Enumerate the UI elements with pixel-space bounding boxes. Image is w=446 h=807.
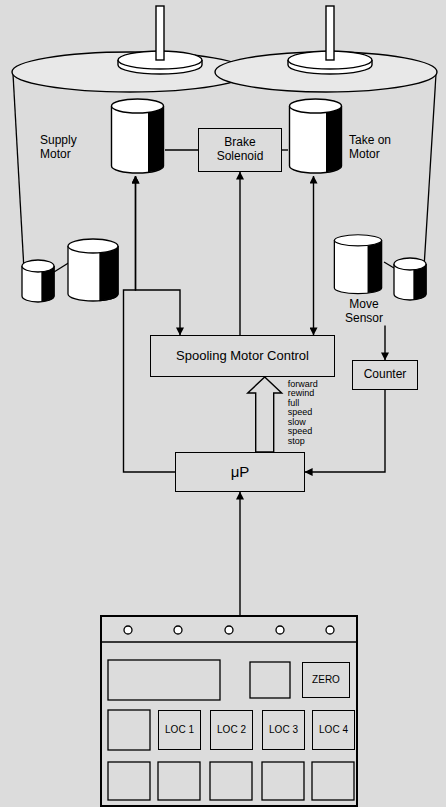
motor-cylinder	[288, 98, 343, 176]
node-label: LOC 2	[217, 724, 246, 736]
indicator-lamp	[276, 626, 284, 634]
node-label: Brake Solenoid	[205, 136, 275, 164]
panel-key: LOC 1	[158, 710, 201, 750]
node-label: μP	[231, 463, 250, 480]
motor-cylinder	[333, 234, 383, 296]
signal-line	[239, 172, 240, 335]
control-panel: ZERO LOC 1 LOC 2 LOC 3 LOC 4	[100, 615, 358, 807]
signal-line	[384, 326, 385, 360]
signal-line	[282, 149, 288, 150]
signal-line	[136, 176, 181, 335]
display-window	[108, 660, 220, 700]
supply-reel	[12, 52, 248, 92]
control-box: Spooling Motor Control	[150, 335, 335, 377]
tape	[424, 74, 436, 268]
capstan	[68, 246, 118, 301]
signal-line	[124, 176, 176, 472]
guide-roller	[22, 260, 54, 272]
signal-line	[313, 176, 314, 335]
take-on-motor: Take on Motor	[288, 98, 413, 176]
node-label: Supply Motor	[40, 134, 104, 162]
panel-key: ZERO	[302, 662, 350, 698]
indicator-lamp	[124, 626, 132, 634]
blank-key	[262, 762, 304, 800]
node-label: Spooling Motor Control	[176, 349, 309, 364]
blank-key	[210, 762, 252, 800]
motor-cylinder	[110, 98, 165, 176]
blank-key	[250, 662, 290, 698]
node-label: Take on Motor	[349, 134, 413, 162]
blank-key	[158, 762, 200, 800]
blank-key	[312, 762, 354, 800]
command-arrow	[248, 377, 282, 452]
signal-line	[239, 492, 240, 615]
node-label: Counter	[364, 368, 407, 382]
panel-key: LOC 3	[262, 710, 305, 750]
brake-solenoid-box: Brake Solenoid	[198, 128, 282, 172]
counter-box: Counter	[352, 360, 418, 390]
node-label: Move Sensor	[333, 298, 395, 326]
command-list: forward rewind full speed slow speed sto…	[288, 380, 318, 446]
indicator-lamp	[174, 626, 182, 634]
processor-box: μP	[175, 452, 305, 492]
node-label: ZERO	[312, 674, 340, 686]
panel-key: LOC 4	[312, 710, 355, 750]
capstan	[68, 239, 118, 253]
blank-key	[108, 762, 150, 800]
node-label: LOC 1	[165, 724, 194, 736]
move-sensor: Move Sensor	[333, 234, 395, 326]
tape	[13, 74, 24, 270]
indicator-lamp	[326, 626, 334, 634]
node-label: LOC 4	[319, 724, 348, 736]
guide-roller	[394, 258, 426, 270]
capstan	[100, 246, 118, 301]
spindle	[156, 6, 164, 60]
signal-line	[165, 149, 198, 150]
panel-edge	[100, 641, 358, 642]
blank-key	[108, 710, 150, 750]
tape	[384, 262, 394, 268]
panel-key: LOC 2	[210, 710, 253, 750]
indicator-lamp	[225, 626, 233, 634]
supply-motor: Supply Motor	[40, 98, 165, 176]
spindle	[326, 6, 334, 60]
node-label: LOC 3	[269, 724, 298, 736]
